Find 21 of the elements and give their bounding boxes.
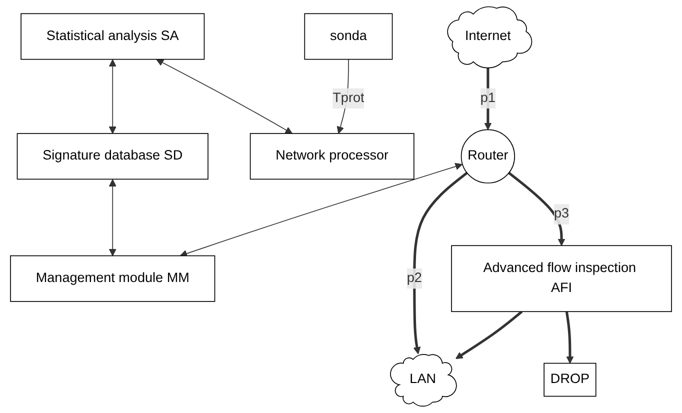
edge-label: p3 — [554, 206, 570, 222]
arrow — [484, 67, 492, 130]
edge-label: p1 — [480, 90, 496, 106]
node-box: Signature database SD — [16, 133, 208, 180]
node-box: sonda — [304, 13, 393, 60]
arrow — [508, 172, 566, 246]
node-box: DROP — [544, 362, 596, 397]
node-box: Network processor — [250, 133, 414, 180]
node-circle: Router — [460, 129, 516, 184]
node-box: Statistical analysis SA — [20, 13, 205, 60]
edge-label: p2 — [406, 270, 422, 286]
arrow — [413, 172, 468, 354]
arrow — [156, 59, 293, 134]
arrow — [455, 310, 523, 360]
edge-label: Tprot — [332, 90, 364, 106]
arrow — [108, 179, 116, 256]
arrow — [108, 59, 116, 134]
node-box: Advanced flow inspection AFI — [451, 245, 672, 312]
arrow — [565, 311, 574, 364]
node-box: Management module MM — [10, 255, 216, 302]
arrow — [180, 162, 463, 258]
